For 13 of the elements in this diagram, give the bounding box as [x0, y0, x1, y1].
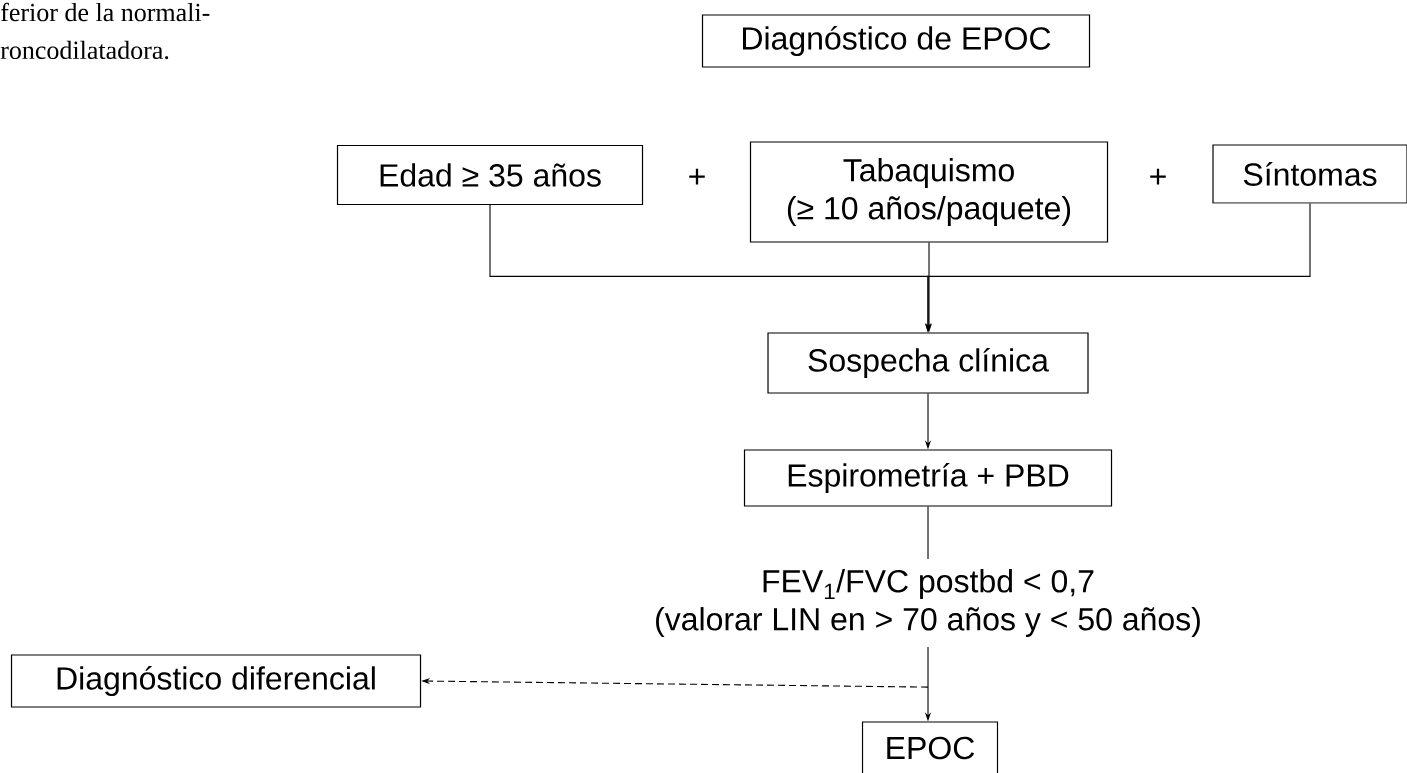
process-box: Diagnóstico diferencial — [10, 654, 422, 708]
process-box: Sospecha clínica — [767, 332, 1089, 394]
plus-sign: + — [1150, 168, 1166, 185]
process-box: Tabaquismo (≥ 10 años/paquete) — [749, 141, 1109, 243]
plus-sign: + — [689, 168, 705, 185]
process-box: Síntomas — [1212, 144, 1407, 204]
process-box: Espirometría + PBD — [743, 449, 1113, 507]
text-fragment: ferior de la normali- — [1, 2, 210, 22]
process-box: EPOC — [861, 721, 999, 773]
condition-text: FEV$_{1}$/FVC postbd < 0,7 (valorar LIN en > 70 años y < 50 años) — [656, 569, 1200, 637]
text-fragment: roncodilatadora. — [0, 40, 169, 60]
process-box: Diagnóstico de EPOC — [701, 14, 1091, 68]
process-box: Edad ≥ 35 años — [336, 144, 644, 206]
